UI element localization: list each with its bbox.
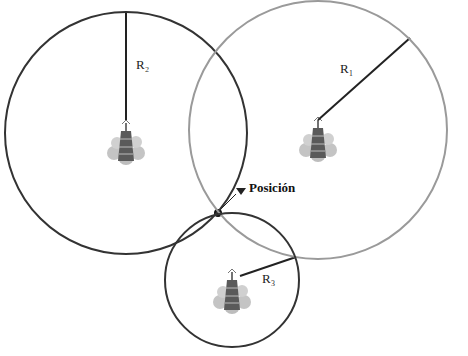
position-label: Posición xyxy=(249,181,295,195)
range-circle: R₂ xyxy=(4,11,248,255)
circle-outline xyxy=(5,12,247,254)
position-marker xyxy=(236,188,246,195)
circle-outline xyxy=(164,212,300,348)
radius-label: R₂ xyxy=(136,58,149,72)
radius-line xyxy=(125,11,127,120)
range-circle: R₁ xyxy=(188,0,448,260)
radius-label: R₃ xyxy=(262,272,275,286)
circle-outline xyxy=(165,213,299,347)
tower-icon xyxy=(299,117,337,162)
tower-icon xyxy=(107,120,145,165)
circle-outline xyxy=(189,1,447,259)
circle-outline xyxy=(188,0,448,260)
radius-label: R₁ xyxy=(340,62,353,76)
radius-line xyxy=(318,38,410,120)
range-circle: R₃ xyxy=(164,212,300,348)
tower-icon xyxy=(213,269,251,314)
circle-outline xyxy=(4,11,248,255)
